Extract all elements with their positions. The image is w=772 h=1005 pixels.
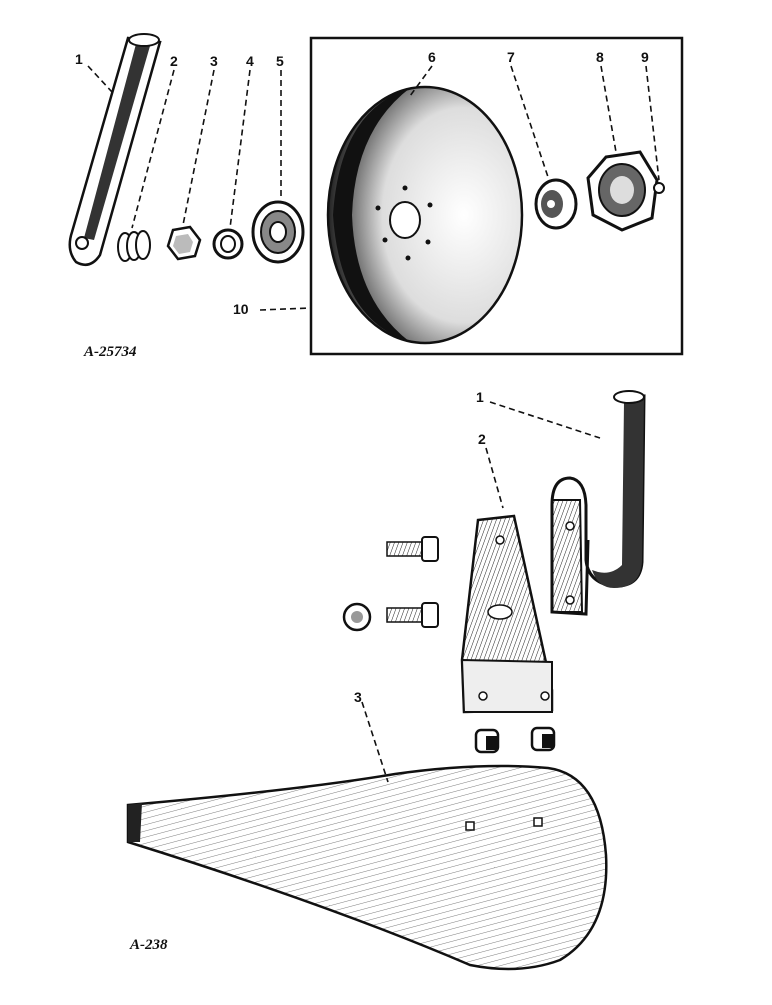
part-7-hub bbox=[534, 178, 578, 230]
callout-b2: 2 bbox=[478, 431, 486, 447]
callout-2: 2 bbox=[170, 53, 178, 69]
callout-5: 5 bbox=[276, 53, 284, 69]
bottom-leader-lines bbox=[361, 401, 601, 783]
part-2-bracket bbox=[460, 514, 554, 714]
part-6-disc bbox=[326, 85, 524, 345]
callout-8: 8 bbox=[596, 49, 604, 65]
part-8-flange bbox=[586, 150, 659, 232]
bottom-callouts: 1 2 3 bbox=[354, 389, 486, 705]
callout-4: 4 bbox=[246, 53, 254, 69]
assembly-box bbox=[309, 36, 684, 356]
callout-1: 1 bbox=[75, 51, 83, 67]
callout-3: 3 bbox=[210, 53, 218, 69]
top-leader-lines bbox=[87, 65, 660, 311]
part-1-shank bbox=[550, 390, 646, 616]
top-callouts: 1 2 3 4 5 6 7 8 9 10 bbox=[75, 49, 649, 317]
part-1-arm bbox=[68, 33, 162, 267]
part-2-washers bbox=[117, 230, 151, 262]
part-5-bearing bbox=[251, 200, 305, 264]
callout-7: 7 bbox=[507, 49, 515, 65]
callout-10: 10 bbox=[233, 301, 249, 317]
part-9-bolt bbox=[653, 182, 665, 194]
top-assembly: 1 2 3 4 5 6 7 8 9 10 bbox=[68, 33, 684, 356]
part-3-blade bbox=[126, 764, 608, 971]
figure-id-bottom: A-238 bbox=[130, 937, 168, 953]
callout-b1: 1 bbox=[476, 389, 484, 405]
part-4-lockwasher bbox=[212, 228, 244, 260]
bottom-assembly: 1 2 3 bbox=[126, 389, 646, 971]
callout-9: 9 bbox=[641, 49, 649, 65]
hardware-bolts bbox=[342, 536, 556, 754]
callout-b3: 3 bbox=[354, 689, 362, 705]
figure-id-top: A-25734 bbox=[84, 344, 137, 360]
part-3-nut bbox=[166, 225, 202, 261]
callout-6: 6 bbox=[428, 49, 436, 65]
